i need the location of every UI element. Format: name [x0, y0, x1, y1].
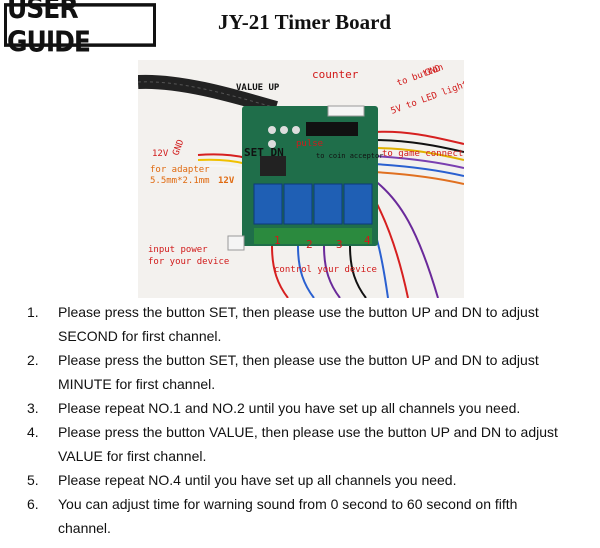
bottom-wires — [271, 245, 367, 298]
terminal-block — [254, 228, 372, 244]
label-value-up: VALUE UP — [236, 83, 280, 93]
list-item: 3.Please repeat NO.1 and NO.2 until you … — [27, 400, 521, 416]
logo-text: USER GUIDE — [7, 0, 91, 59]
regulator — [260, 156, 286, 176]
label-game-connection: to game connection — [382, 149, 464, 159]
label-input-power: input power — [148, 245, 208, 255]
instruction-list: 1.Please press the button SET, then plea… — [22, 300, 592, 540]
label-set-dn: SET DN — [244, 146, 284, 159]
user-guide-logo: USER GUIDE — [4, 0, 156, 58]
top-connector — [327, 105, 365, 117]
microchip — [306, 122, 358, 136]
list-item: 5.Please repeat NO.4 until you have set … — [27, 472, 457, 488]
label-control-device: control your device — [274, 265, 377, 275]
list-item: 4.Please press the button VALUE, then pl… — [27, 424, 558, 464]
relays — [253, 183, 373, 225]
label-adapter-size: 5.5mm*2.1mm — [150, 176, 210, 186]
ribbon-cable — [138, 74, 278, 115]
label-12v: 12V — [152, 149, 169, 159]
label-for-your-device: for your device — [148, 257, 229, 267]
relay-number-3: 3 — [336, 238, 343, 251]
button-row — [268, 126, 300, 148]
page-title: JY-21 Timer Board — [218, 10, 392, 34]
label-pulse: pulse — [296, 139, 323, 149]
label-counter: counter — [312, 68, 359, 81]
relay-number-4: 4 — [364, 234, 371, 247]
power-connector — [227, 235, 245, 251]
label-adapter: for adapter — [150, 165, 210, 175]
relay-number-2: 2 — [306, 238, 313, 251]
label-coin-acceptor: to coin acceptor — [316, 152, 383, 160]
board-photo: VALUE UP counter to button GND 5V to LED… — [138, 60, 464, 298]
list-item: 2.Please press the button SET, then plea… — [27, 352, 539, 392]
list-item: 1.Please press the button SET, then plea… — [27, 304, 539, 344]
label-12v-tag: 12V — [218, 176, 235, 186]
relay-number-1: 1 — [274, 234, 281, 247]
list-item: 6.You can adjust time for warning sound … — [27, 496, 518, 536]
